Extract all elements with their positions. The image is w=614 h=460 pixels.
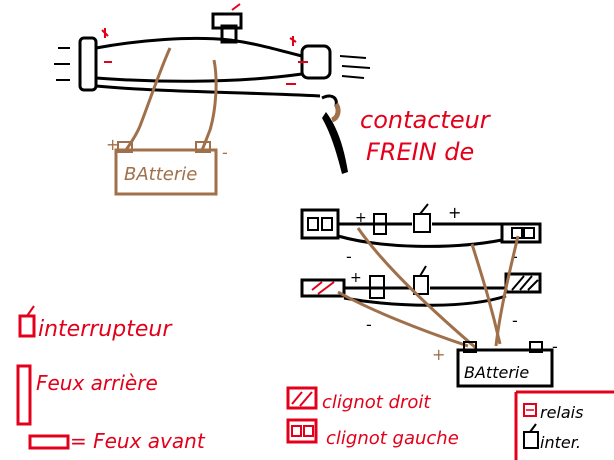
legend-rear-light-icon [16,364,32,426]
brake-switch-label-line1: contacteur [360,106,492,134]
brake-lever [322,112,348,174]
legend: interrupteur Feux arrière = Feux avant c… [16,305,614,460]
wire-c [337,290,469,348]
wire-minus-top [200,59,218,151]
wire-b [470,243,502,345]
top-battery-wires [124,47,218,151]
stem-top [211,12,243,30]
svg-text:-: - [552,337,558,356]
wire-a [356,227,477,350]
battery-top-plus: + [106,135,119,154]
relay-top [373,213,387,235]
brake-cable [95,84,321,98]
relay-bottom [369,275,385,299]
blinker-left-rear [300,278,346,298]
blinker-right-front [500,222,542,244]
brake-lever-grip [330,102,341,123]
legend-blink-left-icon [286,418,318,444]
svg-text:-: - [512,311,518,330]
battery-top-minus: - [222,143,228,162]
legend-blink-right-icon [286,386,318,410]
svg-text:+: + [432,345,445,364]
brake-lever-joint [321,94,338,107]
stem-clamp [220,24,238,44]
switch-top [413,213,431,233]
legend-relay-label: relais [540,403,583,422]
switch-bottom [413,275,429,295]
legend-inter-icon [523,431,539,449]
handlebar-red-marks [101,3,308,85]
wire-d [494,235,520,347]
circuit-block: + + - - + - - [300,203,542,334]
legend-front-light-icon [28,434,70,450]
battery-bottom: BAtterie + - [432,337,558,388]
legend-rear-label: Feux arrière [36,371,158,395]
handlebar [78,12,338,107]
legend-relay-icon [523,403,537,417]
svg-text:+: + [448,203,461,222]
svg-text:-: - [366,315,372,334]
bottom-battery-wires [337,227,520,350]
battery-top-label: BAtterie [124,164,197,185]
svg-text:+: + [350,270,362,286]
legend-blink-right-label: clignot droit [322,392,431,413]
battery-top: BAtterie + - [106,135,228,196]
brake-switch-label-line2: FREIN de [366,138,474,166]
bar-upper-line [95,36,303,58]
legend-switch-label: interrupteur [38,317,173,342]
svg-text:-: - [512,247,518,266]
svg-text:+: + [355,210,367,226]
motion-lines [54,47,371,81]
legend-switch-icon [18,314,36,338]
legend-inter-label: inter. [540,433,581,452]
left-grip [78,36,98,92]
bar-lower-line [95,72,303,83]
wire-plus-top [124,47,172,151]
battery-bottom-label: BAtterie [464,363,529,382]
legend-blink-left-label: clignot gauche [326,428,459,449]
svg-text:-: - [346,247,352,266]
legend-front-label: = Feux avant [70,429,206,453]
